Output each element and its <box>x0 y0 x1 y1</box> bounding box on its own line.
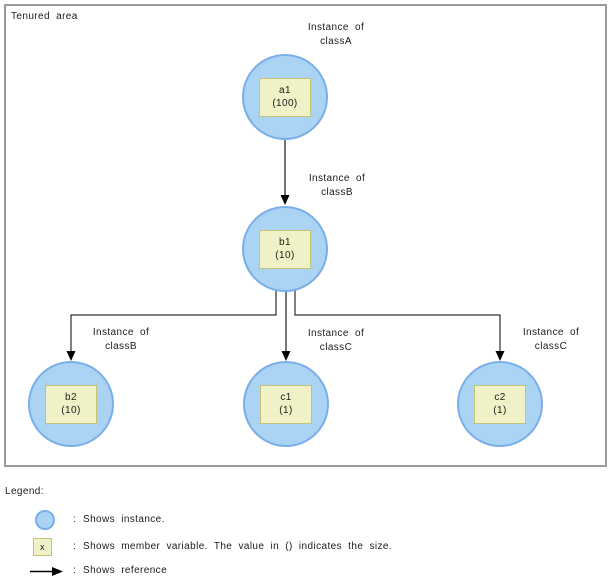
instance-node-a1: a1 (100) <box>242 54 328 140</box>
instance-node-b1: b1 (10) <box>242 206 328 292</box>
member-name: a1 <box>279 85 291 96</box>
member-variable-box-c1: c1 (1) <box>260 384 312 424</box>
legend-title: Legend: <box>5 486 44 497</box>
member-size: (10) <box>61 405 81 416</box>
label-line1: Instance of <box>92 327 150 338</box>
tenured-area-label: Tenured area <box>11 11 78 22</box>
instance-node-c1: c1 (1) <box>243 361 329 447</box>
label-line2: classB <box>105 340 137 352</box>
label-instance-of-classC-c2: Instance of classC <box>506 326 596 353</box>
label-line2: classC <box>319 341 353 353</box>
legend-colon: : <box>73 565 77 576</box>
member-variable-box-a1: a1 (100) <box>259 77 311 117</box>
label-line2: classC <box>534 340 568 352</box>
member-name: c1 <box>280 392 292 403</box>
member-variable-box-b2: b2 (10) <box>45 384 97 424</box>
legend-colon: : <box>73 541 77 552</box>
member-name: b1 <box>279 237 291 248</box>
legend-reference-text: Shows reference <box>83 565 168 576</box>
label-line1: Instance of <box>308 173 366 184</box>
instance-node-c2: c2 (1) <box>457 361 543 447</box>
label-line1: Instance of <box>522 327 580 338</box>
label-line1: Instance of <box>307 328 365 339</box>
member-variable-box-b1: b1 (10) <box>259 229 311 269</box>
legend-member-variable-text: Shows member variable. The value in () i… <box>83 541 393 552</box>
legend-instance-circle-icon <box>35 510 55 530</box>
label-instance-of-classC-c1: Instance of classC <box>291 327 381 354</box>
legend-member-variable-box-icon: x <box>33 538 52 556</box>
label-instance-of-classA: Instance of classA <box>291 21 381 48</box>
label-line2: classA <box>320 35 352 47</box>
member-size: (100) <box>272 98 298 109</box>
member-name: c2 <box>494 392 506 403</box>
member-size: (1) <box>279 405 293 416</box>
legend-member-variable-letter: x <box>40 542 45 552</box>
label-instance-of-classB-b1: Instance of classB <box>292 172 382 199</box>
legend-reference-arrow-icon <box>30 567 63 576</box>
label-instance-of-classB-b2: Instance of classB <box>76 326 166 353</box>
instance-node-b2: b2 (10) <box>28 361 114 447</box>
label-line1: Instance of <box>307 22 365 33</box>
legend-instance-text: Shows instance. <box>83 514 165 525</box>
member-size: (1) <box>493 405 507 416</box>
member-size: (10) <box>275 250 295 261</box>
label-line2: classB <box>321 186 353 198</box>
legend-colon: : <box>73 514 77 525</box>
member-variable-box-c2: c2 (1) <box>474 384 526 424</box>
member-name: b2 <box>65 392 77 403</box>
